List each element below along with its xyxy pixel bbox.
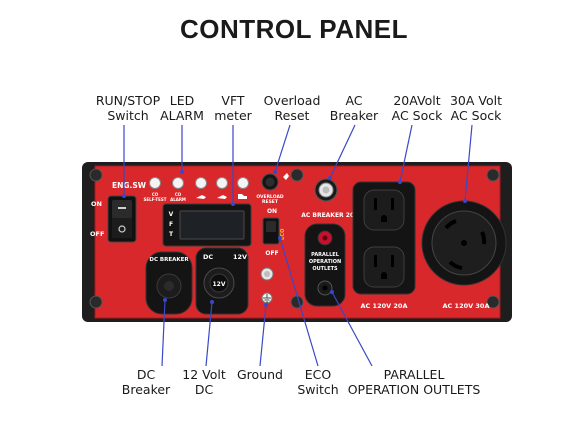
- parallel-outlets-block: [304, 223, 346, 307]
- svg-text:AC 120V 30A: AC 120V 30A: [442, 302, 489, 310]
- svg-text:F: F: [169, 221, 173, 228]
- svg-text:SELF-TEST: SELF-TEST: [144, 197, 167, 202]
- dc-breaker[interactable]: [145, 251, 193, 315]
- svg-text:RESET: RESET: [262, 199, 279, 205]
- label-vft-meter: VFT meter: [214, 93, 252, 123]
- screw-icon: [89, 168, 500, 309]
- label-dc-breaker: DC Breaker: [121, 367, 171, 397]
- svg-text:DC: DC: [203, 253, 213, 261]
- dc-12v-socket[interactable]: [195, 247, 249, 315]
- overload-reset-button[interactable]: [261, 173, 279, 191]
- label-12-volt-dc: 12 Volt DC: [182, 367, 226, 397]
- label-led-alarm: LED ALARM: [160, 93, 204, 123]
- svg-text:CO: CO: [175, 192, 182, 197]
- label-ground: Ground: [237, 367, 283, 382]
- run-stop-switch[interactable]: [107, 195, 137, 243]
- label-30a-ac-socket: 30A Volt AC Sock: [449, 93, 503, 123]
- label-ac-breaker: AC Breaker: [329, 93, 379, 123]
- label-eco-switch: ECO Switch: [297, 367, 339, 397]
- svg-text:12V: 12V: [233, 253, 247, 261]
- svg-text:DC BREAKER: DC BREAKER: [149, 257, 189, 263]
- led-alarm-indicators: [149, 177, 249, 189]
- ac-20a-outlet[interactable]: [352, 181, 416, 295]
- ac-breaker-button[interactable]: [314, 178, 338, 202]
- eng-sw-label: ENG.SW: [112, 181, 147, 190]
- eco-text: ECO: [280, 229, 286, 240]
- eco-switch[interactable]: [262, 217, 280, 245]
- oil-icon: [196, 194, 247, 199]
- ground-terminal: [260, 267, 274, 304]
- svg-text:OUTLETS: OUTLETS: [312, 266, 338, 272]
- svg-text:V: V: [169, 211, 174, 218]
- svg-text:AC 120V 20A: AC 120V 20A: [360, 302, 407, 310]
- svg-text:T: T: [169, 231, 174, 238]
- label-20a-ac-socket: 20AVolt AC Sock: [391, 93, 443, 123]
- eng-off-label: OFF: [90, 230, 104, 238]
- svg-text:ALARM: ALARM: [170, 197, 186, 202]
- label-parallel-outlets: PARALLEL OPERATION OUTLETS: [347, 367, 481, 397]
- leader-dots: [122, 170, 467, 307]
- page-title: CONTROL PANEL: [180, 14, 408, 44]
- svg-text:PARALLEL: PARALLEL: [311, 252, 340, 258]
- svg-text:AC BREAKER 20A: AC BREAKER 20A: [301, 212, 359, 219]
- hand-icon: [283, 173, 289, 180]
- label-overload-reset: Overload Reset: [263, 93, 321, 123]
- label-run-stop-switch: RUN/STOP Switch: [95, 93, 161, 123]
- vft-meter: [162, 203, 252, 247]
- svg-text:OPERATION: OPERATION: [309, 259, 341, 265]
- eng-on-label: ON: [91, 200, 102, 208]
- svg-text:ON: ON: [267, 208, 277, 215]
- leader-lines: [123, 124, 473, 367]
- ac-30a-outlet[interactable]: [421, 200, 507, 286]
- svg-text:OVERLOAD: OVERLOAD: [256, 194, 284, 200]
- svg-text:12V: 12V: [213, 281, 226, 288]
- svg-text:CO: CO: [152, 192, 159, 197]
- ground-icon: [263, 294, 271, 303]
- svg-text:OFF: OFF: [265, 250, 278, 257]
